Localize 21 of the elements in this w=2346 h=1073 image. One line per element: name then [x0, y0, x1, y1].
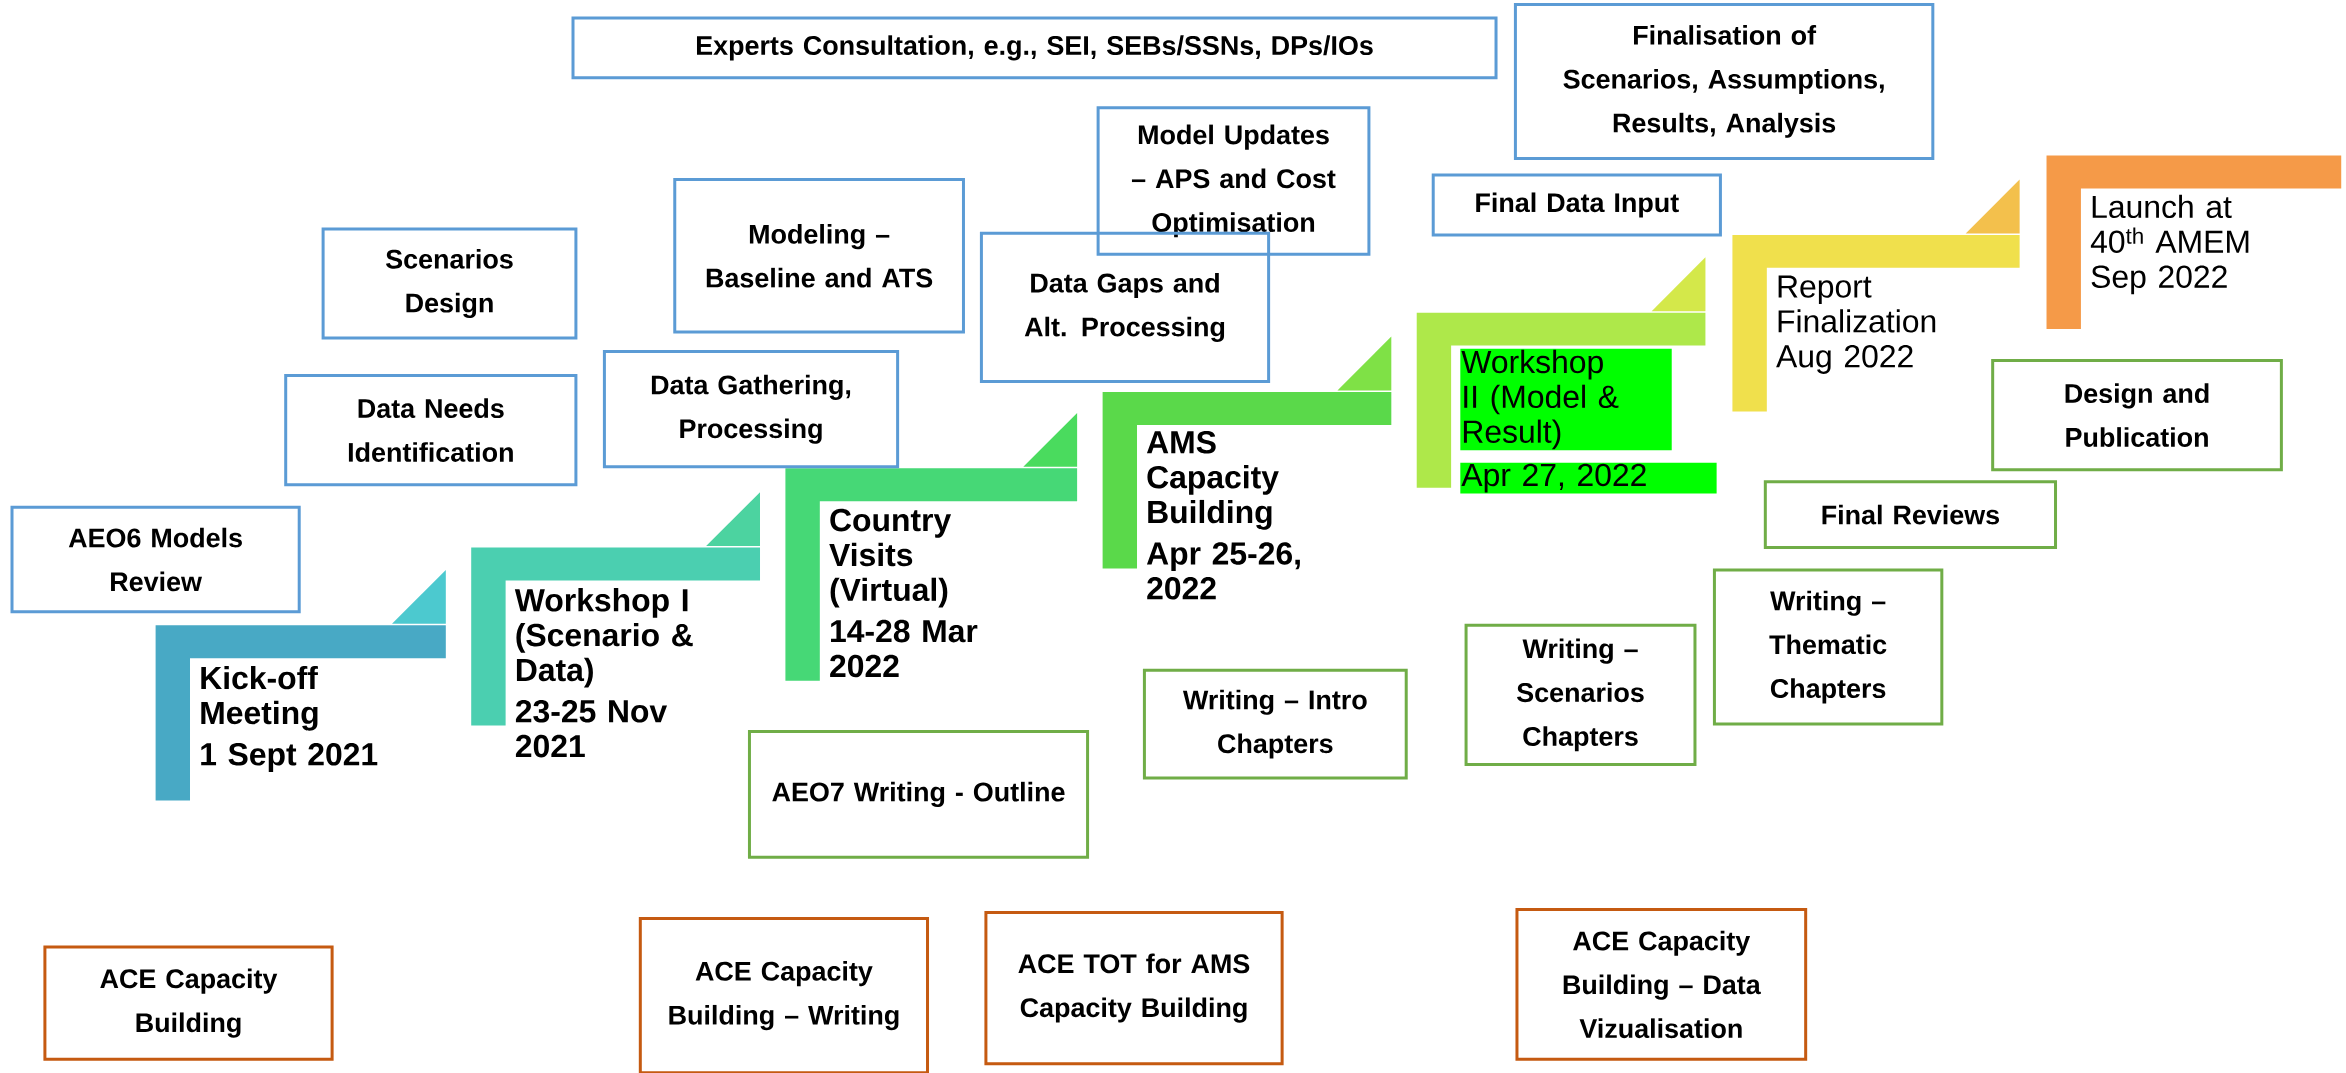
activity-box: Data Gathering, Processing: [602, 350, 900, 469]
writing-box: Writing – Thematic Chapters: [1712, 568, 1944, 726]
milestone-title: Launch at 40$^{th}$ AMEM: [2090, 194, 2249, 253]
training-box: ACE Capacity Building: [43, 945, 334, 1061]
activity-box: AEO6 Models Review: [10, 505, 301, 614]
milestone-date: Sep 2022: [2091, 265, 2227, 295]
activity-box: Finalisation of Scenarios, Assumptions, Results, Analysis: [1513, 2, 1935, 161]
activity-box: Data Needs Identification: [284, 374, 578, 487]
activity-box: Final Data Input: [1431, 173, 1722, 237]
activity-box: Scenarios Design: [321, 227, 578, 340]
writing-box: AEO7 Writing - Outline: [747, 730, 1090, 859]
writing-box: Design and Publication: [1991, 359, 2283, 472]
writing-box: Writing – Intro Chapters: [1142, 668, 1408, 780]
writing-box: Final Reviews: [1763, 480, 2058, 549]
training-box: ACE Capacity Building – Writing: [638, 917, 929, 1073]
writing-box: Writing – Scenarios Chapters: [1464, 623, 1697, 766]
activity-box: Modeling – Baseline and ATS: [673, 178, 965, 334]
training-box: ACE TOT for AMS Capacity Building: [984, 911, 1284, 1066]
activity-box: Experts Consultation, e.g., SEI, SEBs/SSNs, DPs/IOs: [571, 16, 1498, 80]
activity-box: Model Updates – APS and Cost Optimisation: [1096, 106, 1371, 256]
training-box: ACE Capacity Building – Data Vizualisation: [1515, 908, 1808, 1061]
